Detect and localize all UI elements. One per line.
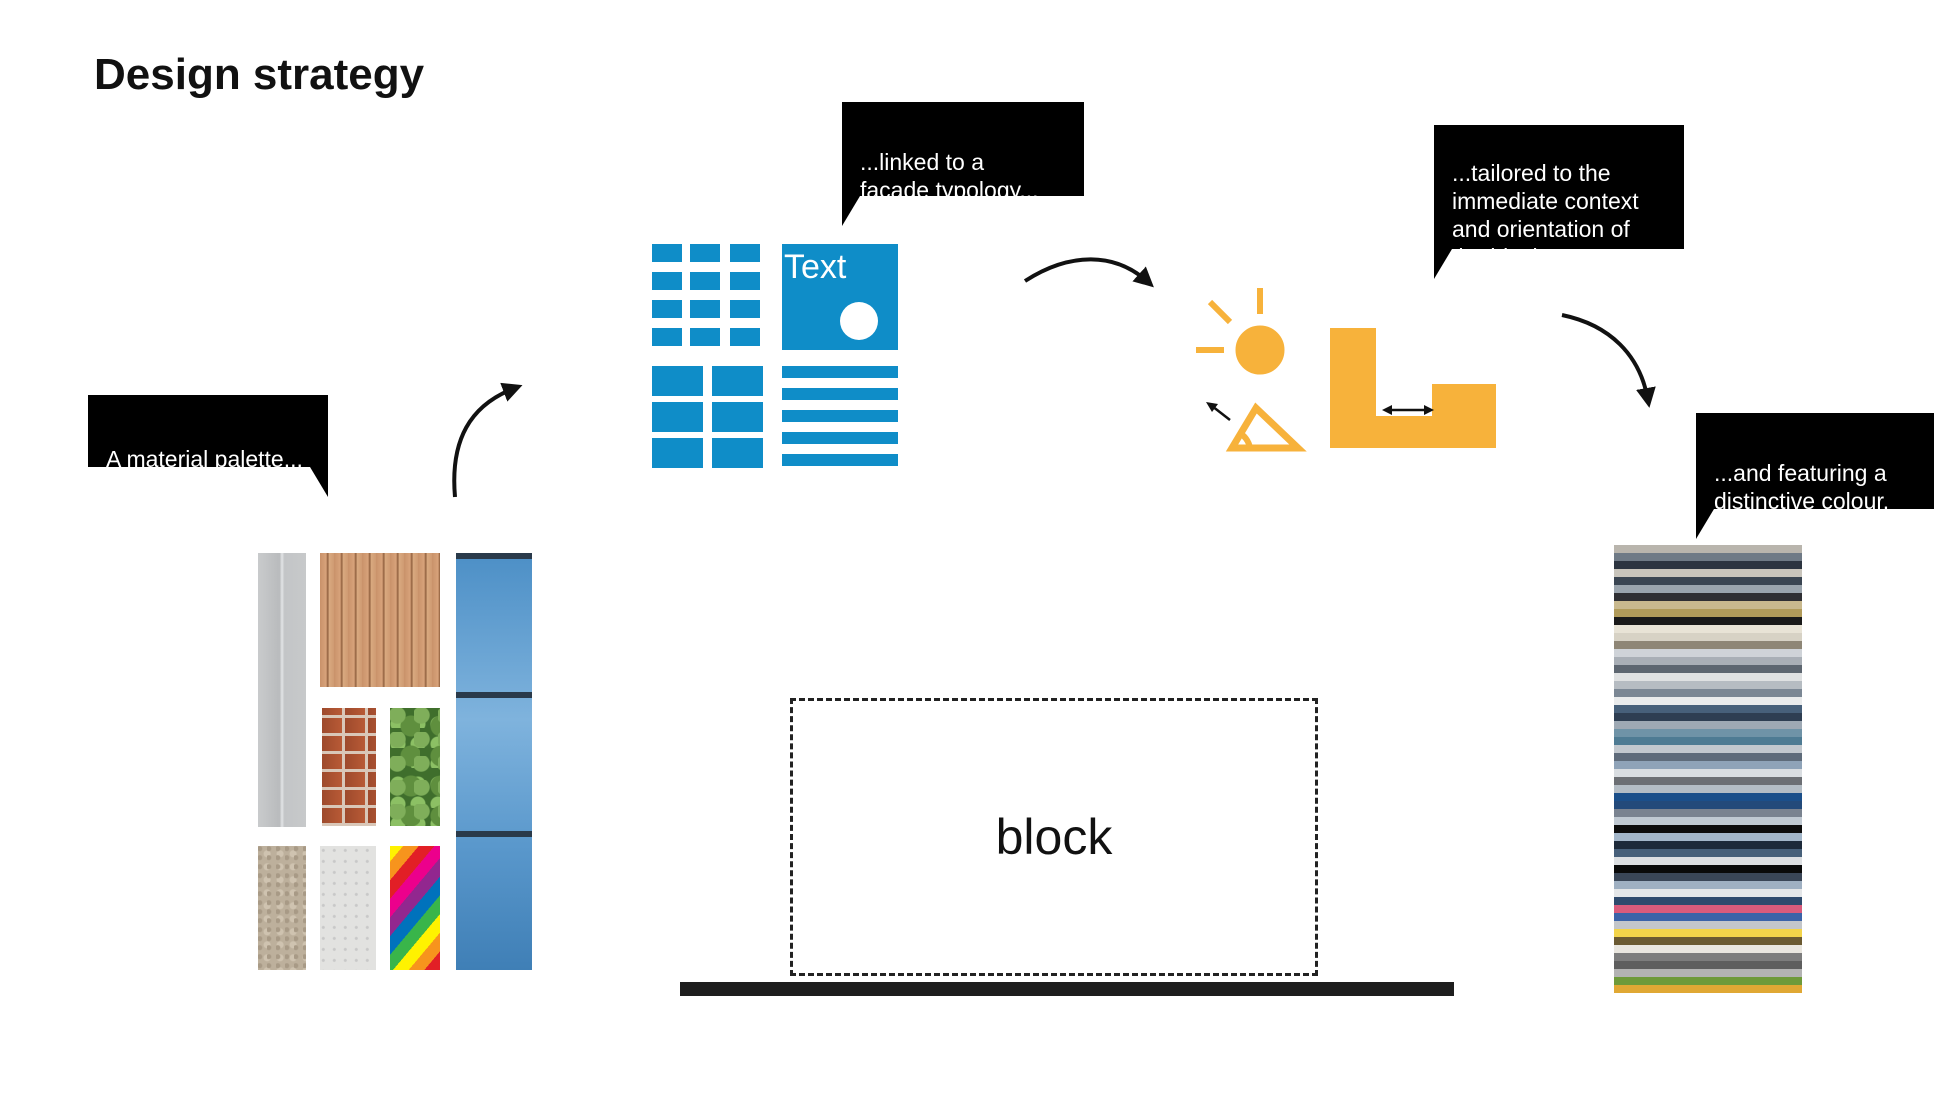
colour-stripe	[1614, 945, 1802, 953]
horizontal-bands-icon	[782, 366, 898, 466]
glass-mullion	[456, 692, 532, 698]
colour-stripe	[1614, 769, 1802, 777]
colour-stripe	[1614, 689, 1802, 697]
colour-stripe	[1614, 617, 1802, 625]
window-grid-icon	[652, 244, 760, 346]
callout-tail	[1696, 509, 1714, 539]
colour-stripe	[1614, 785, 1802, 793]
timber-swatch	[320, 553, 440, 687]
text-label: Text	[784, 248, 847, 286]
colour-stripe	[1614, 825, 1802, 833]
context-orientation-icon	[1196, 288, 1496, 452]
multicolour-panel-swatch	[390, 846, 440, 970]
colour-stripe	[1614, 657, 1802, 665]
colour-stripe	[1614, 745, 1802, 753]
colour-stripe	[1614, 721, 1802, 729]
context-orientation-callout: ...tailored to the immediate context and…	[1434, 125, 1684, 279]
colour-palette-strip	[1614, 545, 1802, 993]
facade-typology-callout-text: ...linked to a façade typology...	[860, 149, 1039, 203]
colour-stripe	[1614, 849, 1802, 857]
colour-stripe	[1614, 665, 1802, 673]
colour-stripe	[1614, 561, 1802, 569]
colour-stripe	[1614, 833, 1802, 841]
panel-grid-icon	[652, 366, 763, 468]
glass-mullion	[456, 553, 532, 559]
distinctive-colour-callout: ...and featuring a distinctive colour.	[1696, 413, 1934, 539]
glass-mullion	[456, 831, 532, 837]
colour-stripe	[1614, 857, 1802, 865]
colour-stripe	[1614, 985, 1802, 993]
arrow-2-icon	[1023, 257, 1154, 288]
colour-stripe	[1614, 961, 1802, 969]
callout-tail	[842, 196, 860, 226]
page-title: Design strategy	[94, 50, 425, 99]
green-wall-swatch	[390, 708, 440, 826]
dot-icon	[840, 302, 878, 340]
colour-stripe	[1614, 681, 1802, 689]
colour-stripe	[1614, 705, 1802, 713]
arrow-3-icon	[1561, 313, 1656, 408]
colour-stripe	[1614, 641, 1802, 649]
glass-swatch	[456, 553, 532, 970]
colour-stripe	[1614, 569, 1802, 577]
sun-icon	[1235, 325, 1285, 375]
colour-stripe	[1614, 881, 1802, 889]
concrete-swatch	[320, 846, 376, 970]
colour-stripe	[1614, 873, 1802, 881]
sun-angle-icon	[1225, 402, 1307, 452]
colour-stripe	[1614, 809, 1802, 817]
colour-stripe	[1614, 953, 1802, 961]
distinctive-colour-callout-text: ...and featuring a distinctive colour.	[1714, 460, 1890, 514]
colour-stripe	[1614, 761, 1802, 769]
colour-stripe	[1614, 921, 1802, 929]
colour-stripe	[1614, 713, 1802, 721]
colour-stripe	[1614, 905, 1802, 913]
colour-stripe	[1614, 593, 1802, 601]
colour-stripe	[1614, 545, 1802, 553]
colour-stripe	[1614, 913, 1802, 921]
colour-stripe	[1614, 793, 1802, 801]
material-palette-callout: A material palette...	[88, 395, 328, 497]
colour-stripe	[1614, 801, 1802, 809]
colour-stripe	[1614, 929, 1802, 937]
colour-stripe	[1614, 697, 1802, 705]
colour-stripe	[1614, 777, 1802, 785]
block-outline: block	[790, 698, 1318, 976]
colour-stripe	[1614, 977, 1802, 985]
colour-stripe	[1614, 649, 1802, 657]
colour-stripe	[1614, 553, 1802, 561]
context-orientation-callout-text: ...tailored to the immediate context and…	[1452, 160, 1639, 270]
colour-stripe	[1614, 969, 1802, 977]
colour-stripe	[1614, 897, 1802, 905]
callout-tail	[1434, 249, 1452, 279]
colour-stripe	[1614, 601, 1802, 609]
colour-stripe	[1614, 577, 1802, 585]
colour-stripe	[1614, 865, 1802, 873]
stone-swatch	[258, 846, 306, 970]
facade-typology-callout: ...linked to a façade typology...	[842, 102, 1084, 226]
callout-tail	[310, 467, 328, 497]
block-label: block	[995, 809, 1113, 865]
text-panel: Text	[782, 244, 898, 350]
colour-stripe	[1614, 729, 1802, 737]
material-palette-callout-text: A material palette...	[106, 446, 303, 472]
arrow-1-icon	[452, 382, 523, 498]
brick-swatch	[322, 708, 376, 826]
colour-stripe	[1614, 585, 1802, 593]
colour-stripe	[1614, 841, 1802, 849]
colour-stripe	[1614, 609, 1802, 617]
colour-stripe	[1614, 937, 1802, 945]
colour-stripe	[1614, 673, 1802, 681]
metal-cladding-swatch	[258, 553, 306, 827]
colour-stripe	[1614, 625, 1802, 633]
colour-stripe	[1614, 737, 1802, 745]
ground-line	[680, 982, 1454, 996]
colour-stripe	[1614, 633, 1802, 641]
colour-stripe	[1614, 817, 1802, 825]
colour-stripe	[1614, 753, 1802, 761]
colour-stripe	[1614, 889, 1802, 897]
